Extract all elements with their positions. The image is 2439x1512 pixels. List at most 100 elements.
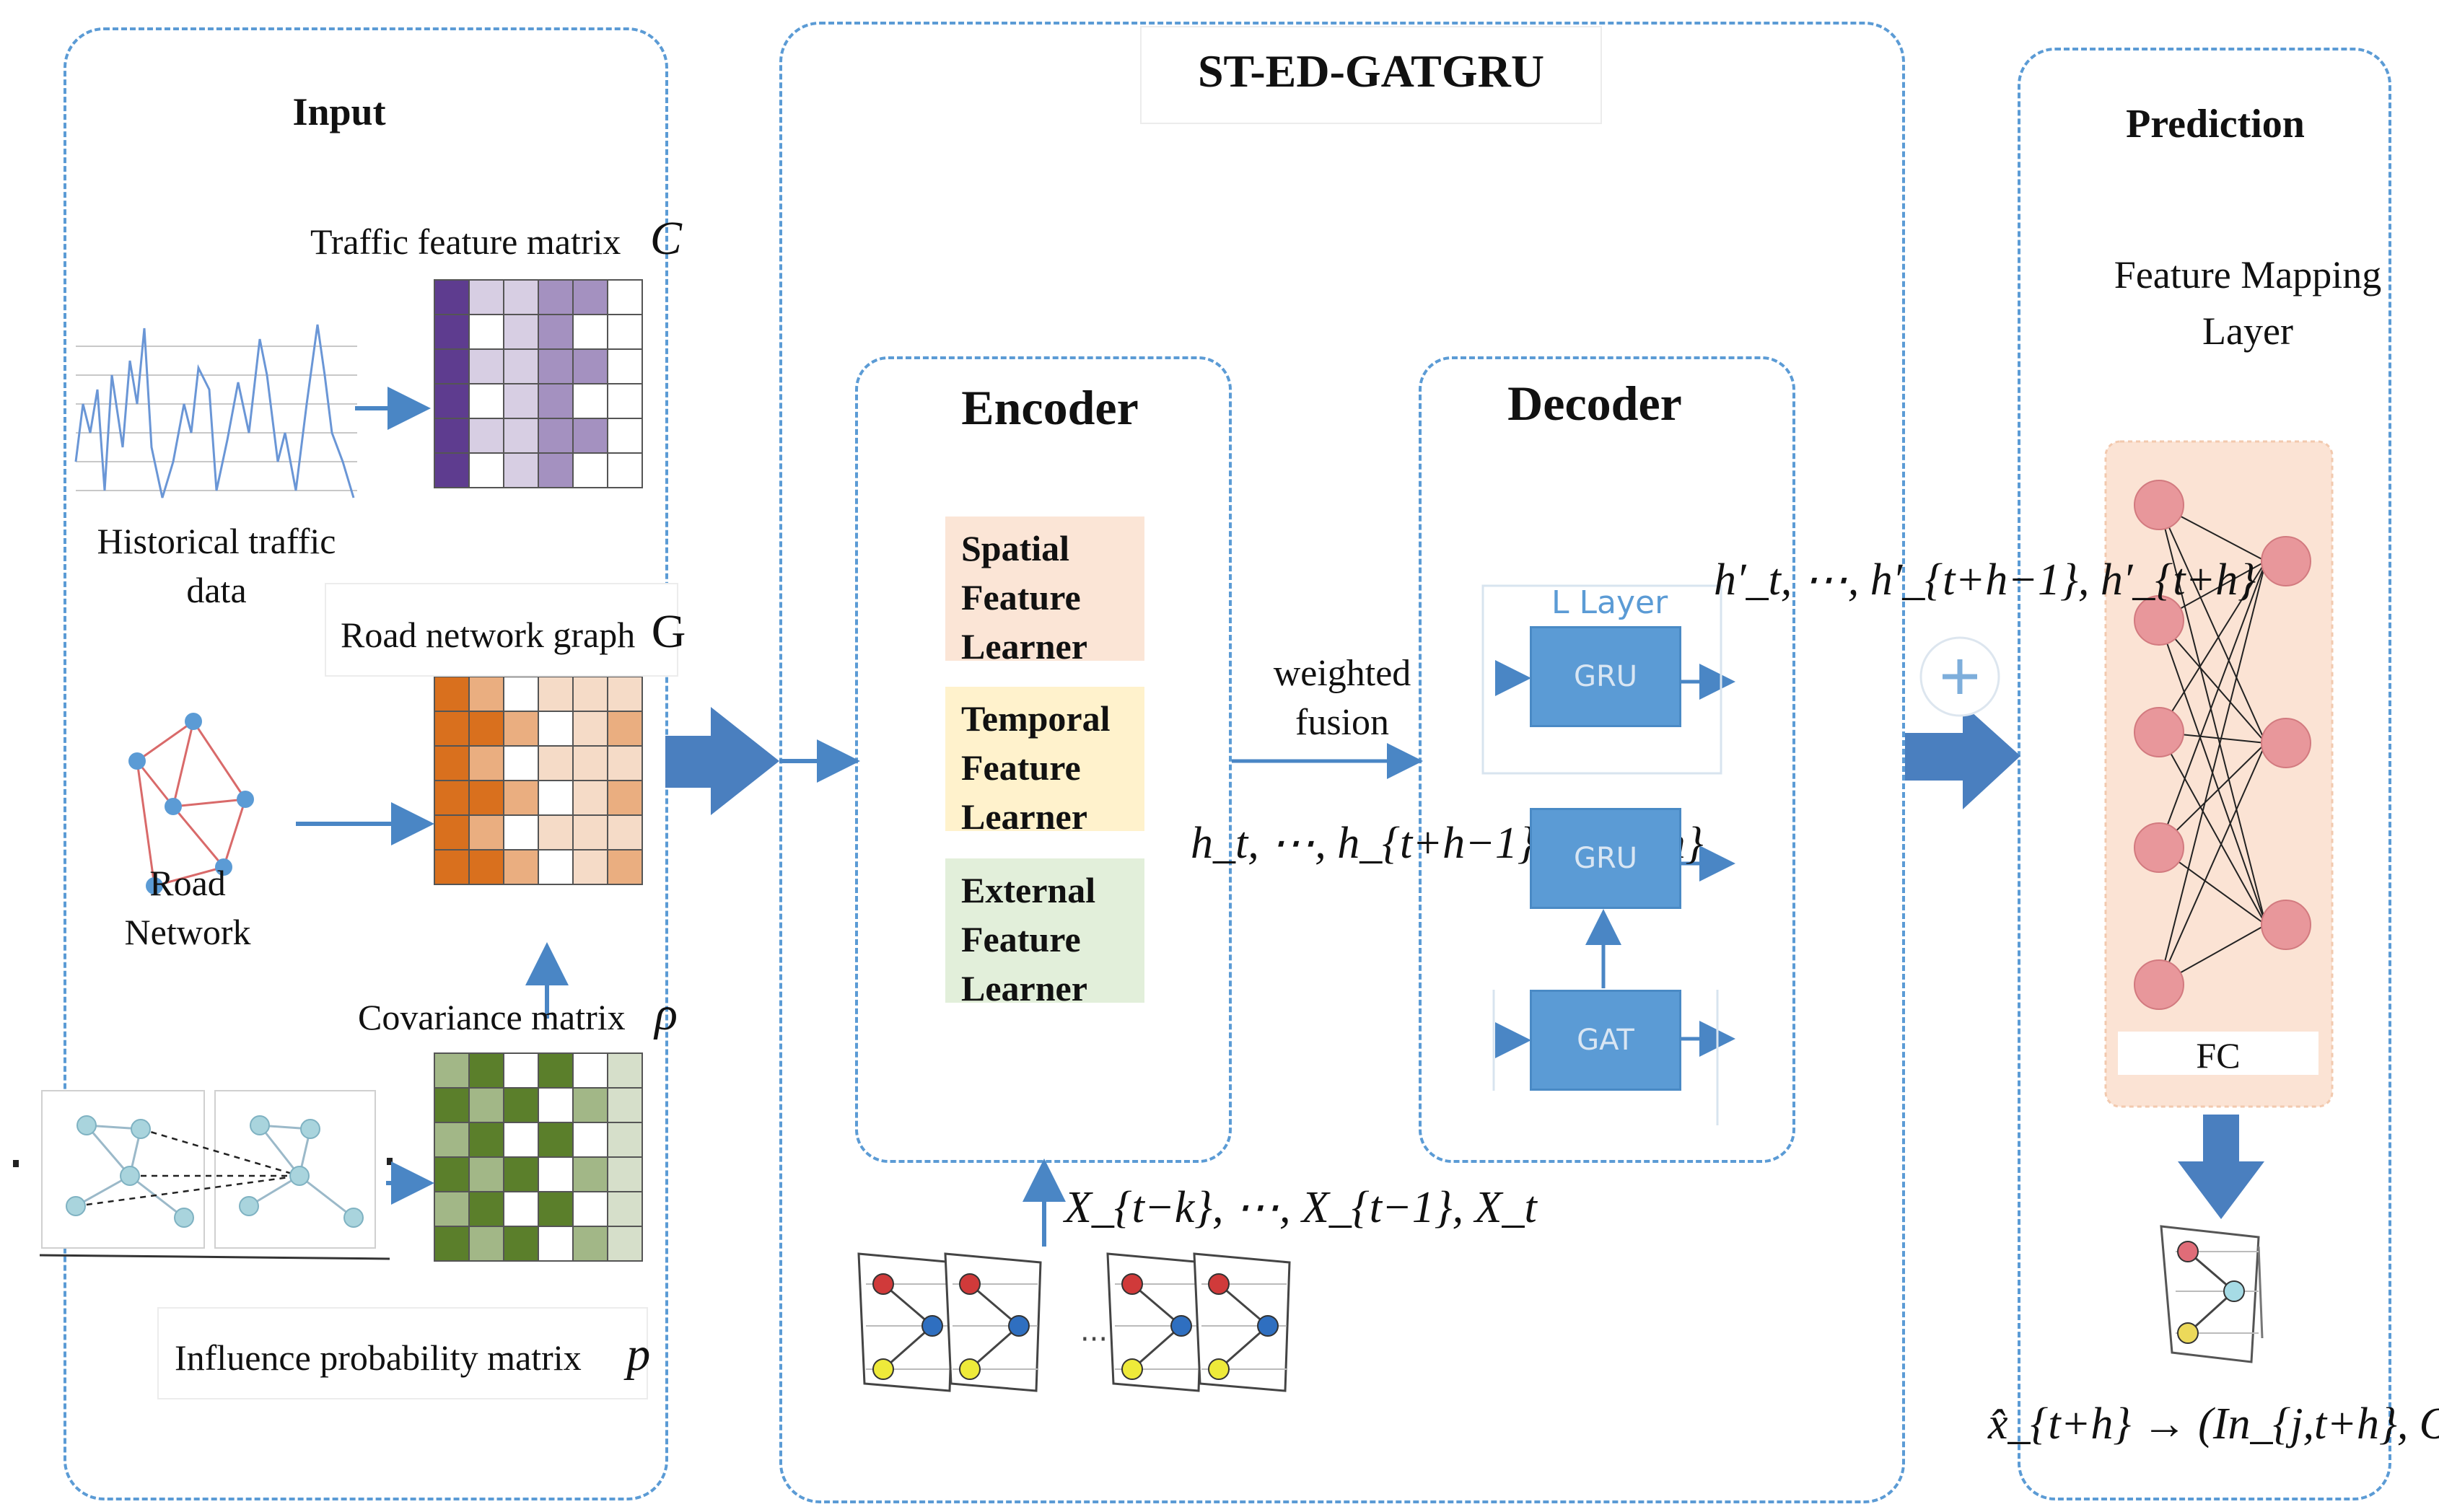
matrix-cell (468, 1087, 504, 1123)
covariance-symbol: ρ (654, 988, 678, 1040)
matrix-cell (538, 418, 574, 454)
matrix-cell (434, 1087, 470, 1123)
matrix-cell (434, 745, 470, 781)
road-network-symbol: G (651, 605, 686, 658)
matrix-cell (538, 1122, 574, 1158)
graph-frame (857, 1252, 955, 1392)
external-feature-learner: External Feature Learner (945, 858, 1144, 1008)
graph-frame (1193, 1252, 1291, 1392)
matrix-cell (503, 314, 539, 350)
matrix-cell (572, 676, 608, 712)
svg-text:···: ··· (1080, 1323, 1108, 1356)
matrix-cell (503, 711, 539, 747)
matrix-cell (572, 1122, 608, 1158)
spatial-feature-learner: Spatial Feature Learner (945, 517, 1144, 667)
fc-neuron (2134, 959, 2184, 1010)
matrix-cell (503, 1191, 539, 1227)
matrix-cell (607, 1122, 643, 1158)
matrix-cell (434, 279, 470, 315)
fc-neuron (2261, 536, 2311, 586)
matrix-cell (607, 383, 643, 419)
matrix-cell (468, 383, 504, 419)
matrix-cell (538, 745, 574, 781)
matrix-cell (503, 279, 539, 315)
matrix-cell (468, 314, 504, 350)
road-network-matrix (434, 676, 643, 885)
matrix-cell (607, 780, 643, 816)
matrix-cell (434, 1226, 470, 1262)
matrix-cell (538, 1156, 574, 1192)
matrix-cell (503, 452, 539, 488)
matrix-cell (503, 849, 539, 885)
matrix-cell (538, 383, 574, 419)
matrix-cell (538, 452, 574, 488)
matrix-cell (434, 383, 470, 419)
gru-block-2: GRU (1530, 808, 1681, 909)
matrix-cell (503, 418, 539, 454)
road-network-label: Road Network (124, 863, 251, 952)
matrix-cell (434, 348, 470, 384)
matrix-cell (607, 711, 643, 747)
influence-probability-thumbnails (13, 1090, 393, 1260)
matrix-cell (538, 711, 574, 747)
matrix-cell (607, 279, 643, 315)
fc-neuron (2261, 718, 2311, 768)
matrix-cell (503, 1087, 539, 1123)
matrix-cell (468, 348, 504, 384)
matrix-cell (607, 314, 643, 350)
matrix-cell (538, 676, 574, 712)
matrix-cell (538, 1052, 574, 1089)
matrix-cell (572, 780, 608, 816)
matrix-cell (468, 814, 504, 850)
input-sequence-label: X_{t−k}, ⋯, X_{t−1}, X_t (1064, 1183, 1537, 1232)
matrix-cell (503, 1156, 539, 1192)
graph-frame (944, 1252, 1042, 1392)
matrix-cell (503, 676, 539, 712)
decoder-arrows (1495, 660, 1735, 1058)
fc-neuron (2261, 900, 2311, 950)
fc-neuron (2134, 822, 2184, 873)
matrix-cell (468, 1226, 504, 1262)
fc-neuron (2134, 480, 2184, 530)
matrix-cell (434, 1191, 470, 1227)
influence-probability-label: Influence probability matrix p (157, 1307, 650, 1399)
matrix-cell (607, 814, 643, 850)
output-graph-icon (2160, 1225, 2264, 1363)
input-heading: Input (292, 90, 386, 133)
matrix-cell (434, 814, 470, 850)
matrix-cell (503, 1226, 539, 1262)
matrix-cell (572, 383, 608, 419)
matrix-cell (468, 279, 504, 315)
matrix-cell (434, 780, 470, 816)
matrix-cell (607, 1191, 643, 1227)
matrix-cell (572, 348, 608, 384)
matrix-cell (468, 452, 504, 488)
graph-frame (1106, 1252, 1204, 1392)
matrix-cell (607, 452, 643, 488)
matrix-cell (468, 711, 504, 747)
matrix-cell (538, 849, 574, 885)
matrix-cell (572, 745, 608, 781)
matrix-cell (538, 1087, 574, 1123)
matrix-cell (607, 676, 643, 712)
matrix-cell (607, 348, 643, 384)
diagram-title: ST-ED-GATGRU (1140, 26, 1602, 124)
decoder-output-sequence: h′_t, ⋯, h′_{t+h−1}, h′_{t+h} (1714, 555, 2256, 605)
matrix-cell (434, 452, 470, 488)
matrix-cell (434, 1122, 470, 1158)
road-network-graph-label: Road network graph G (325, 583, 686, 677)
fc-neuron (2134, 595, 2184, 646)
matrix-cell (434, 1156, 470, 1192)
matrix-cell (538, 814, 574, 850)
matrix-cell (572, 418, 608, 454)
matrix-cell (607, 745, 643, 781)
matrix-cell (468, 1191, 504, 1227)
gru-block-1: GRU (1530, 626, 1681, 727)
matrix-cell (572, 814, 608, 850)
matrix-cell (607, 1087, 643, 1123)
matrix-cell (607, 1052, 643, 1089)
matrix-cell (607, 1156, 643, 1192)
matrix-cell (468, 1052, 504, 1089)
prediction-output-formula: x̂_{t+h} → (In_{j,t+h}, Out_{j,t+h}) (1988, 1399, 2439, 1449)
matrix-cell (572, 1226, 608, 1262)
